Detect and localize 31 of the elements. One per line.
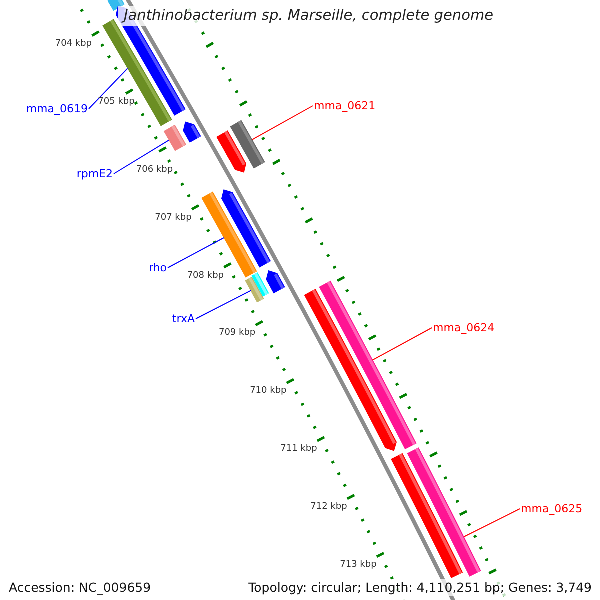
scale-label: 704 kbp: [55, 38, 92, 49]
leader-line: [88, 68, 128, 110]
leader-line: [168, 238, 224, 268]
scale-label: 706 kbp: [136, 164, 174, 175]
gene-label: mma_0624: [433, 322, 495, 334]
gene-label: mma_0619: [26, 102, 88, 116]
leader-line: [114, 140, 170, 174]
gene-feature: [164, 124, 186, 152]
gene-feature: [407, 448, 482, 577]
scale-label: 713 kbp: [340, 560, 377, 570]
summary-text: Topology: circular; Length: 4,110,251 bp; Genes: 3,749: [246, 579, 594, 596]
gene-feature: [319, 280, 417, 450]
scale-label: 710 kbp: [250, 386, 287, 396]
scale-label: 709 kbp: [218, 328, 256, 338]
scale-label: 712 kbp: [310, 502, 348, 512]
scale-label: 705 kbp: [98, 96, 135, 107]
scale-label: 711 kbp: [280, 444, 318, 454]
gene-label: mma_0625: [521, 502, 583, 516]
gene-label: rpmE2: [76, 168, 113, 180]
scale-label: 708 kbp: [187, 270, 224, 281]
gene-label: trxA: [172, 312, 195, 326]
leader-line: [372, 328, 432, 361]
gene-label: mma_0621: [314, 100, 376, 112]
leader-line: [252, 106, 314, 140]
scale-label: 707 kbp: [155, 212, 192, 223]
gene-label: rho: [148, 262, 167, 274]
leader-line: [464, 508, 520, 538]
directed-gene-feature: [183, 122, 202, 143]
directed-gene-feature: [266, 270, 286, 294]
directed-gene-feature: [216, 130, 246, 173]
directed-gene-feature: [222, 190, 272, 268]
